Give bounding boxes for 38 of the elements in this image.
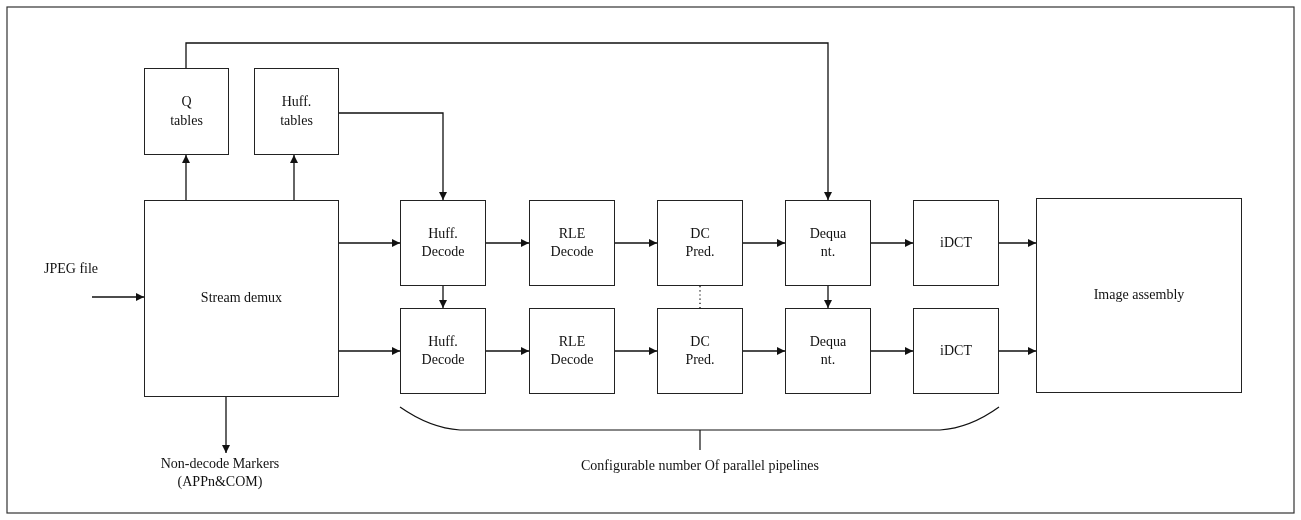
process-box: DC Pred. bbox=[657, 200, 743, 286]
caption-text: Configurable number Of parallel pipelines bbox=[580, 458, 820, 474]
process-box: Stream demux bbox=[144, 200, 339, 397]
arrow bbox=[614, 239, 658, 247]
arrow bbox=[998, 239, 1037, 247]
process-box: Dequa nt. bbox=[785, 308, 871, 394]
arrow bbox=[222, 396, 230, 454]
dotted-connector bbox=[699, 285, 701, 309]
arrow bbox=[614, 347, 658, 355]
process-box: Image assembly bbox=[1036, 198, 1242, 393]
process-box: DC Pred. bbox=[657, 308, 743, 394]
arrow bbox=[824, 285, 832, 309]
arrow bbox=[870, 347, 914, 355]
process-box: Huff. tables bbox=[254, 68, 339, 155]
arrow bbox=[998, 347, 1037, 355]
arrow bbox=[742, 347, 786, 355]
process-box: iDCT bbox=[913, 200, 999, 286]
arrow bbox=[338, 347, 401, 355]
arrow bbox=[439, 285, 447, 309]
process-box: Huff. Decode bbox=[400, 308, 486, 394]
arrow bbox=[91, 293, 145, 301]
process-box: Huff. Decode bbox=[400, 200, 486, 286]
process-box: Dequa nt. bbox=[785, 200, 871, 286]
arrow bbox=[182, 154, 190, 201]
arrow bbox=[290, 154, 298, 201]
edge-label: JPEG file bbox=[44, 261, 99, 277]
process-box: Q tables bbox=[144, 68, 229, 155]
arrow bbox=[338, 239, 401, 247]
node-text: Non-decode Markers (APPn&COM) bbox=[140, 453, 300, 493]
arrow bbox=[185, 42, 832, 201]
process-box: RLE Decode bbox=[529, 200, 615, 286]
arrow bbox=[338, 112, 447, 201]
arrow bbox=[485, 347, 530, 355]
process-box: RLE Decode bbox=[529, 308, 615, 394]
arrow bbox=[870, 239, 914, 247]
process-box: iDCT bbox=[913, 308, 999, 394]
arrow bbox=[485, 239, 530, 247]
arrow bbox=[742, 239, 786, 247]
